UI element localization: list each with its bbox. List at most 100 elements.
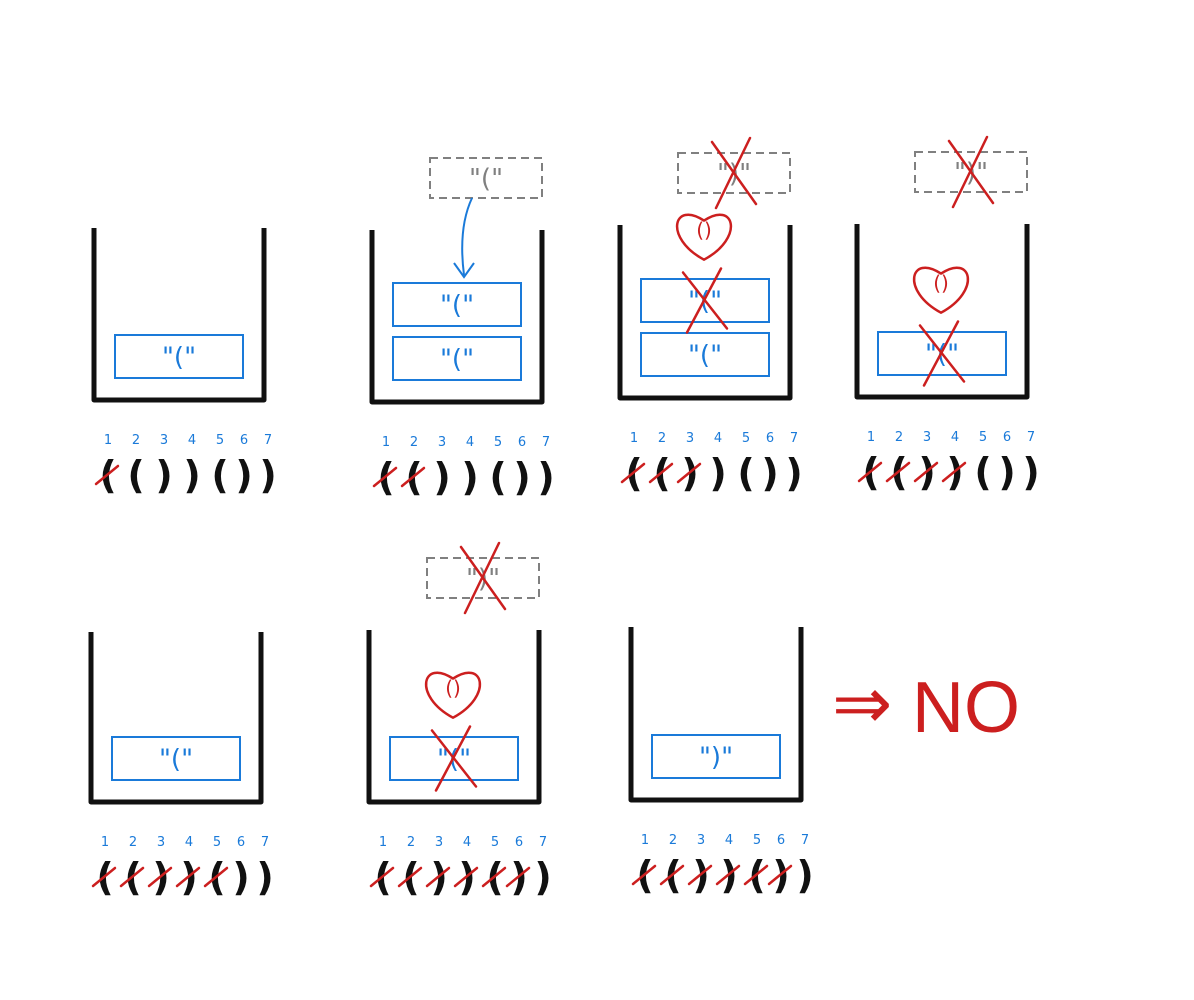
steps-layer: "("1234567(())())"(""(""("1234567(())())… — [88, 135, 1040, 899]
stack-item-label: "(" — [688, 341, 722, 371]
incoming-strike-stroke-b — [951, 135, 989, 209]
stack-item-strike — [430, 725, 478, 792]
index-number: 5 — [216, 433, 224, 448]
incoming-box — [429, 157, 543, 199]
index-number: 4 — [725, 833, 733, 848]
incoming-box — [914, 151, 1028, 193]
index-number: 2 — [895, 430, 903, 445]
paren-strike — [687, 864, 713, 886]
heart-label: () — [445, 676, 461, 700]
paren-char: ) — [1022, 450, 1039, 494]
paren-strike — [648, 462, 674, 484]
index-number: 5 — [979, 430, 987, 445]
stack-item — [640, 332, 770, 377]
index-number: 7 — [539, 835, 547, 850]
incoming-strike-stroke-b — [714, 136, 752, 210]
paren-char: ) — [232, 855, 249, 899]
index-number: 4 — [466, 435, 474, 450]
stack-container — [628, 627, 804, 803]
paren-strike — [715, 864, 741, 886]
index-number: 3 — [923, 430, 931, 445]
paren-char: ) — [998, 450, 1015, 494]
paren-char: ) — [513, 455, 530, 499]
heart-icon — [424, 671, 482, 719]
incoming-strike — [710, 136, 758, 210]
stack-item-strike — [918, 320, 966, 387]
stack-item-strike-stroke-b — [922, 320, 960, 387]
index-number: 1 — [379, 835, 387, 850]
index-number: 2 — [669, 833, 677, 848]
stack-item — [877, 331, 1007, 376]
index-number: 7 — [801, 833, 809, 848]
index-number: 2 — [132, 433, 140, 448]
paren-char: ( — [127, 453, 144, 497]
paren-strike — [631, 864, 657, 886]
index-number: 6 — [240, 433, 248, 448]
index-number: 2 — [410, 435, 418, 450]
index-number: 4 — [951, 430, 959, 445]
paren-char: ( — [211, 453, 228, 497]
stack-item-strike-stroke-b — [685, 267, 723, 334]
stack-item — [111, 736, 241, 781]
paren-strike — [425, 866, 451, 888]
paren-char: ) — [537, 455, 554, 499]
paren-char: ) — [256, 855, 273, 899]
index-number: 7 — [1027, 430, 1035, 445]
incoming-strike-stroke-b — [463, 541, 501, 615]
index-number: 2 — [658, 431, 666, 446]
paren-strike — [505, 866, 531, 888]
index-number: 6 — [1003, 430, 1011, 445]
index-number: 3 — [686, 431, 694, 446]
index-number: 3 — [435, 835, 443, 850]
stack-container — [617, 225, 793, 401]
stack-item-strike-stroke-b — [434, 725, 472, 792]
paren-strike — [91, 866, 117, 888]
paren-strike — [676, 462, 702, 484]
push-arrow-head — [453, 262, 475, 279]
index-number: 3 — [157, 835, 165, 850]
paren-char: ( — [974, 450, 991, 494]
index-number: 6 — [237, 835, 245, 850]
index-number: 6 — [518, 435, 526, 450]
paren-strike — [147, 866, 173, 888]
paren-strike — [767, 864, 793, 886]
index-number: 7 — [261, 835, 269, 850]
push-arrow — [461, 197, 473, 276]
paren-strike — [203, 866, 229, 888]
paren-strike — [119, 866, 145, 888]
paren-char: ) — [235, 453, 252, 497]
result-arrow: ⇒ — [832, 664, 892, 744]
index-number: 4 — [185, 835, 193, 850]
stack-item-label: "(" — [162, 343, 196, 373]
incoming-box — [677, 152, 791, 194]
paren-char: ) — [709, 451, 726, 495]
index-number: 5 — [491, 835, 499, 850]
incoming-strike — [459, 541, 507, 615]
heart-label: () — [933, 271, 949, 295]
stack-container — [369, 230, 545, 405]
stack-item — [114, 334, 244, 379]
paren-strike — [397, 866, 423, 888]
paren-char: ( — [489, 455, 506, 499]
index-number: 7 — [542, 435, 550, 450]
index-number: 5 — [213, 835, 221, 850]
index-number: 4 — [714, 431, 722, 446]
index-number: 2 — [407, 835, 415, 850]
paren-char: ) — [761, 451, 778, 495]
stack-item-label: "(" — [440, 291, 474, 321]
index-number: 3 — [160, 433, 168, 448]
stack-item-label: "(" — [440, 345, 474, 375]
paren-char: ) — [155, 453, 172, 497]
paren-strike — [913, 461, 939, 483]
index-number: 6 — [777, 833, 785, 848]
index-number: 3 — [438, 435, 446, 450]
paren-strike — [743, 864, 769, 886]
result-group: ⇒ NO — [832, 664, 1020, 748]
paren-strike — [94, 464, 120, 486]
heart-label: () — [696, 218, 712, 242]
incoming-strike — [947, 135, 995, 209]
